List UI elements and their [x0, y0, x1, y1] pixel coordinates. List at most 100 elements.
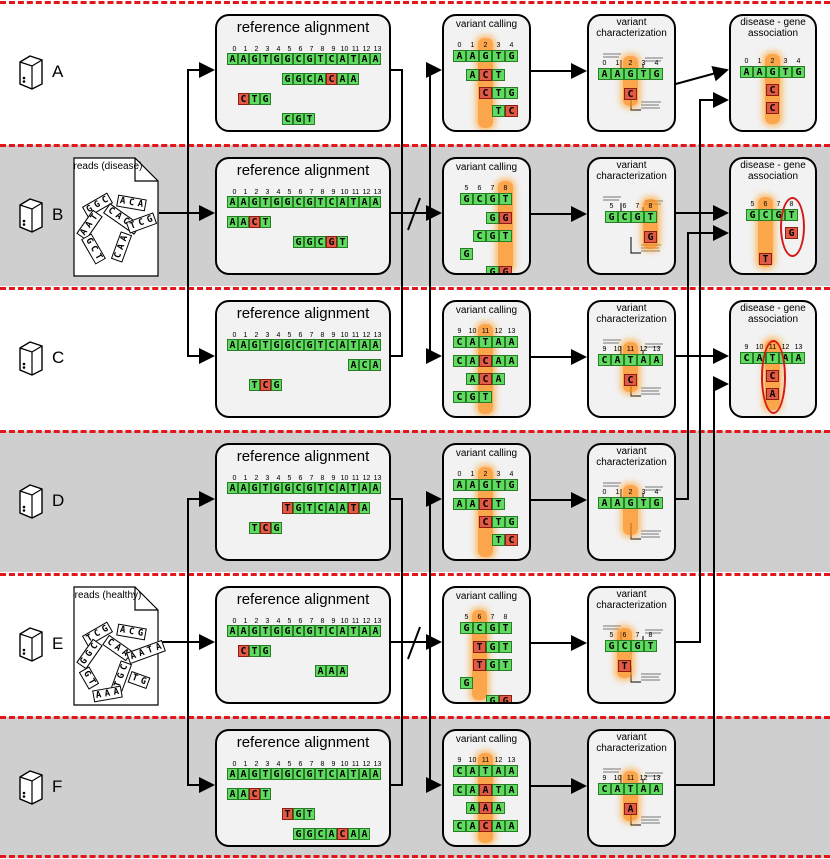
node-label-a: A: [52, 62, 64, 81]
base-cell: A: [505, 784, 518, 796]
base-cell: G: [249, 482, 260, 494]
index-number: 10: [468, 757, 477, 764]
base-cell: T: [492, 784, 505, 796]
base-cell: T: [249, 379, 260, 391]
base-cell: T: [260, 768, 271, 780]
association-ring: [761, 340, 786, 414]
base-cell: A: [337, 196, 348, 208]
index-number: 9: [744, 344, 749, 351]
variant-base: G: [644, 231, 657, 243]
base-cell: A: [637, 783, 650, 795]
flow-arrow: [407, 626, 421, 660]
index-number: 2: [628, 60, 633, 67]
base-cell: C: [315, 502, 326, 514]
base-cell: A: [611, 354, 624, 366]
index-number: 8: [320, 46, 325, 53]
index-number: 3: [496, 42, 501, 49]
index-number: 13: [373, 189, 382, 196]
index-number: 7: [309, 618, 314, 625]
index-number: 2: [483, 471, 488, 478]
flow-arrow: [187, 213, 215, 364]
base-cell: G: [650, 497, 663, 509]
index-number: 5: [609, 203, 614, 210]
base-cell: G: [293, 828, 304, 840]
index-number: 11: [481, 328, 490, 335]
base-cell: G: [304, 236, 315, 248]
base-cell: C: [293, 768, 304, 780]
base-cell: C: [473, 193, 486, 205]
index-number: 1: [243, 618, 248, 625]
base-cell: G: [271, 379, 282, 391]
server-icon: [19, 484, 43, 519]
base-cell: A: [370, 359, 381, 371]
base-cell: T: [260, 482, 271, 494]
base-cell: G: [624, 497, 637, 509]
base-cell: C: [598, 783, 611, 795]
base-cell: C: [479, 820, 492, 832]
index-number: 2: [254, 475, 259, 482]
index-number: 10: [340, 46, 349, 53]
index-number: 8: [320, 761, 325, 768]
read-base: G: [136, 628, 144, 639]
index-number: 8: [503, 185, 508, 192]
document-title: reads (healthy): [74, 590, 142, 601]
base-cell: G: [505, 50, 518, 62]
base-cell: A: [238, 625, 249, 637]
base-cell: A: [359, 828, 370, 840]
base-cell: A: [359, 196, 370, 208]
base-cell: G: [486, 695, 499, 702]
panel-title: variant characterization: [596, 732, 667, 754]
index-number: 0: [744, 58, 749, 65]
index-number: 6: [298, 46, 303, 53]
base-cell: C: [766, 84, 779, 96]
base-cell: T: [304, 808, 315, 820]
base-cell: A: [238, 53, 249, 65]
index-number: 2: [254, 189, 259, 196]
base-cell: T: [348, 768, 359, 780]
index-number: 0: [232, 332, 237, 339]
base-cell: A: [227, 482, 238, 494]
variant-base: C: [766, 84, 779, 96]
index-number: 5: [287, 332, 292, 339]
index-number: 2: [483, 42, 488, 49]
index-number: 4: [276, 618, 281, 625]
base-cell: A: [359, 625, 370, 637]
base-cell: T: [348, 625, 359, 637]
base-cell: T: [282, 808, 293, 820]
index-number: 9: [331, 332, 336, 339]
base-cell: T: [618, 660, 631, 672]
index-number: 1: [243, 761, 248, 768]
base-cell: A: [359, 768, 370, 780]
base-cell: A: [359, 482, 370, 494]
base-cell: G: [304, 53, 315, 65]
base-cell: G: [460, 248, 473, 260]
index-number: 9: [331, 761, 336, 768]
index-number: 2: [254, 618, 259, 625]
base-cell: T: [492, 534, 505, 546]
index-number: 3: [496, 471, 501, 478]
base-cell: T: [315, 196, 326, 208]
flow-arrow: [672, 92, 729, 643]
base-cell: A: [466, 50, 479, 62]
base-cell: A: [238, 339, 249, 351]
base-cell: T: [348, 502, 359, 514]
node-label-f: F: [52, 777, 63, 796]
index-number: 0: [602, 60, 607, 67]
index-number: 9: [331, 618, 336, 625]
index-number: 11: [351, 332, 360, 339]
base-cell: C: [359, 359, 370, 371]
base-cell: A: [227, 196, 238, 208]
